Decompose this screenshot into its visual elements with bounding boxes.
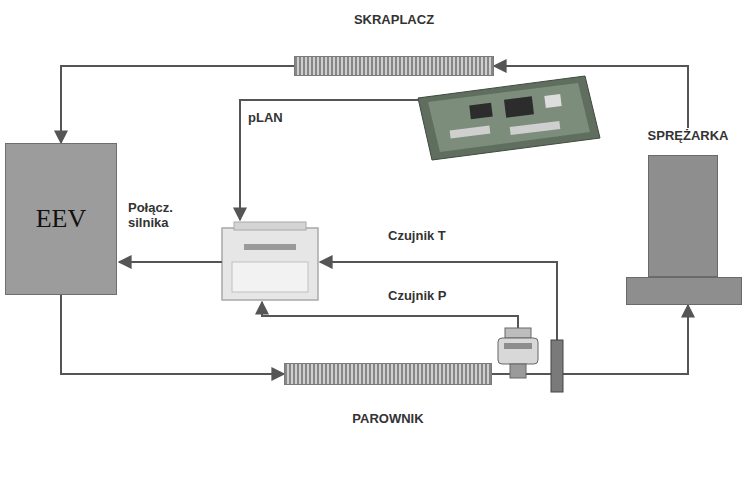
node-title: PAROWNIK — [284, 411, 492, 426]
driver-controller — [222, 222, 318, 300]
pressure-wire — [262, 302, 518, 328]
compressor-body — [648, 155, 718, 277]
temp-wire — [320, 262, 557, 340]
motor-connection-label: Połącz. silnika — [126, 200, 210, 230]
evaporator-coil: PAROWNIK — [284, 363, 492, 429]
pressure-sensor — [498, 328, 538, 378]
condenser-coil: SKRAPLACZ — [294, 12, 494, 78]
pressure-sensor-label: Czujnik P — [386, 288, 449, 303]
temperature-sensor — [551, 340, 563, 392]
temp-sensor-label: Czujnik T — [386, 228, 448, 243]
pipe-connector — [61, 66, 294, 143]
plan-label: pLAN — [246, 110, 285, 125]
pipe-connector — [494, 66, 688, 128]
coil-bar — [284, 363, 492, 385]
expansion-valve: EEV — [5, 143, 117, 295]
node-title: EEV — [36, 204, 87, 234]
compressor-base — [626, 277, 742, 305]
plan-wire — [240, 100, 418, 220]
plan-board — [418, 76, 600, 160]
pipe-connector — [61, 295, 284, 374]
coil-bar — [294, 56, 494, 76]
node-title: SKRAPLACZ — [294, 12, 494, 27]
node-title: SPRĘŻARKA — [624, 128, 752, 143]
compressor: SPRĘŻARKA — [624, 128, 752, 305]
motor-wire — [119, 261, 222, 263]
